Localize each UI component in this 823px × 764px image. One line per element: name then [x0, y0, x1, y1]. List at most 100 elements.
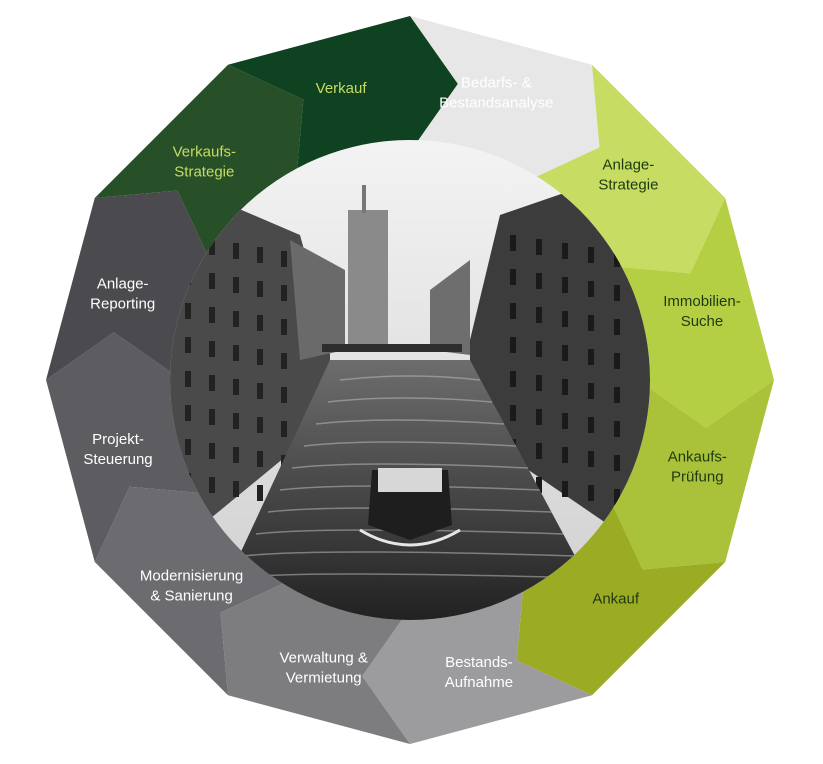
photo-window: [257, 417, 263, 433]
photo-window: [233, 345, 239, 361]
photo-boat-roof: [378, 468, 442, 492]
photo-window: [536, 477, 542, 493]
photo-window: [588, 485, 594, 501]
segment-label-line: Prüfung: [671, 468, 724, 485]
photo-window: [510, 371, 516, 387]
photo-window: [614, 251, 620, 267]
photo-window: [614, 421, 620, 437]
segment-label-line: Vermietung: [286, 669, 362, 686]
photo-window: [614, 319, 620, 335]
segment-label-immobilien-suche: Immobilien-Suche: [663, 293, 741, 330]
segment-label-ankauf: Ankauf: [592, 590, 640, 607]
photo-antenna: [362, 185, 366, 213]
photo-window: [209, 307, 215, 323]
photo-boat-wake: [359, 528, 461, 547]
photo-wave: [315, 419, 505, 425]
segment-label-bedarfs-und-bestandsanalyse: Bedarfs- & Bestandsanalyse: [439, 75, 553, 112]
photo-window: [562, 345, 568, 361]
segment-label-anlage-reporting: Anlage-Reporting: [90, 276, 155, 313]
photo-window: [536, 307, 542, 323]
photo-window: [257, 247, 263, 263]
photo-window: [209, 443, 215, 459]
segment-label-line: Reporting: [90, 296, 155, 313]
segment-label-line: Aufnahme: [445, 674, 513, 691]
photo-window: [588, 281, 594, 297]
segment-label-verkauf: Verkauf: [316, 80, 368, 97]
photo-window: [536, 443, 542, 459]
photo-window: [185, 371, 191, 387]
photo-window: [233, 447, 239, 463]
segment-label-line: Bestandsanalyse: [439, 95, 553, 112]
segments-ring: [46, 16, 774, 744]
segment-label-line: Ankauf: [592, 590, 640, 607]
photo-window: [588, 349, 594, 365]
photo-window: [257, 485, 263, 501]
photo-tower: [348, 210, 388, 350]
photo-window: [588, 417, 594, 433]
photo-window: [614, 353, 620, 369]
segment-label-line: Strategie: [598, 176, 658, 193]
photo-window: [281, 285, 287, 301]
photo-window: [233, 311, 239, 327]
photo-window: [562, 447, 568, 463]
segment-label-line: Verkaufs-: [173, 144, 236, 161]
photo-window: [257, 383, 263, 399]
segment-label-line: Projekt-: [92, 431, 144, 448]
photo-window: [562, 413, 568, 429]
photo-window: [281, 421, 287, 437]
segment-label-line: & Sanierung: [150, 588, 233, 605]
segment-label-ankaufs-pruefung: Ankaufs-Prüfung: [668, 448, 727, 485]
segment-label-line: Steuerung: [83, 451, 152, 468]
segment-label-line: Strategie: [174, 164, 234, 181]
photo-wave: [327, 397, 493, 403]
photo-left-buildings: [170, 175, 330, 560]
photo-window: [614, 455, 620, 471]
photo-window: [281, 251, 287, 267]
segment-label-line: Anlage-: [603, 156, 655, 173]
photo-window: [536, 341, 542, 357]
segment-label-bestands-aufnahme: Bestands- Aufnahme: [445, 654, 513, 691]
photo-window: [536, 375, 542, 391]
segment-label-anlage-strategie: Anlage- Strategie: [598, 156, 658, 193]
photo-window: [510, 269, 516, 285]
photo-window: [536, 409, 542, 425]
segment-label-line: Verkauf: [316, 80, 368, 97]
photo-window: [257, 281, 263, 297]
photo-window: [233, 379, 239, 395]
photo-window: [281, 387, 287, 403]
photo-window: [562, 481, 568, 497]
segment-ankaufs-pruefung: [607, 380, 774, 570]
segment-label-modernisierung-und-sanierung: Modernisierung& Sanierung: [140, 568, 243, 605]
segment-label-verwaltung-und-vermietung: Verwaltung & Vermietung: [280, 649, 368, 686]
photo-window: [185, 337, 191, 353]
photo-window: [536, 273, 542, 289]
photo-bridge: [322, 344, 462, 352]
photo-window: [209, 273, 215, 289]
segment-label-line: Bedarfs- &: [461, 75, 532, 92]
photo-window: [614, 489, 620, 505]
photo-window: [536, 239, 542, 255]
segment-label-line: Verwaltung &: [280, 649, 368, 666]
photo-window: [281, 353, 287, 369]
photo-window: [614, 285, 620, 301]
photo-window: [209, 239, 215, 255]
photo-wave: [303, 441, 517, 447]
photo-window: [510, 235, 516, 251]
photo-window: [562, 277, 568, 293]
photo-window: [588, 247, 594, 263]
photo-window: [510, 337, 516, 353]
segment-label-verkaufs-strategie: Verkaufs- Strategie: [173, 144, 236, 181]
photo-window: [209, 341, 215, 357]
photo-wave: [339, 375, 481, 381]
photo-window: [185, 405, 191, 421]
photo-window: [281, 319, 287, 335]
photo-window: [562, 311, 568, 327]
segment-label-line: Suche: [681, 313, 724, 330]
photo-right-far-buildings: [430, 260, 470, 355]
photo-window: [257, 451, 263, 467]
segment-label-line: Bestands-: [445, 654, 513, 671]
photo-window: [588, 451, 594, 467]
photo-left-far-buildings: [290, 240, 345, 360]
